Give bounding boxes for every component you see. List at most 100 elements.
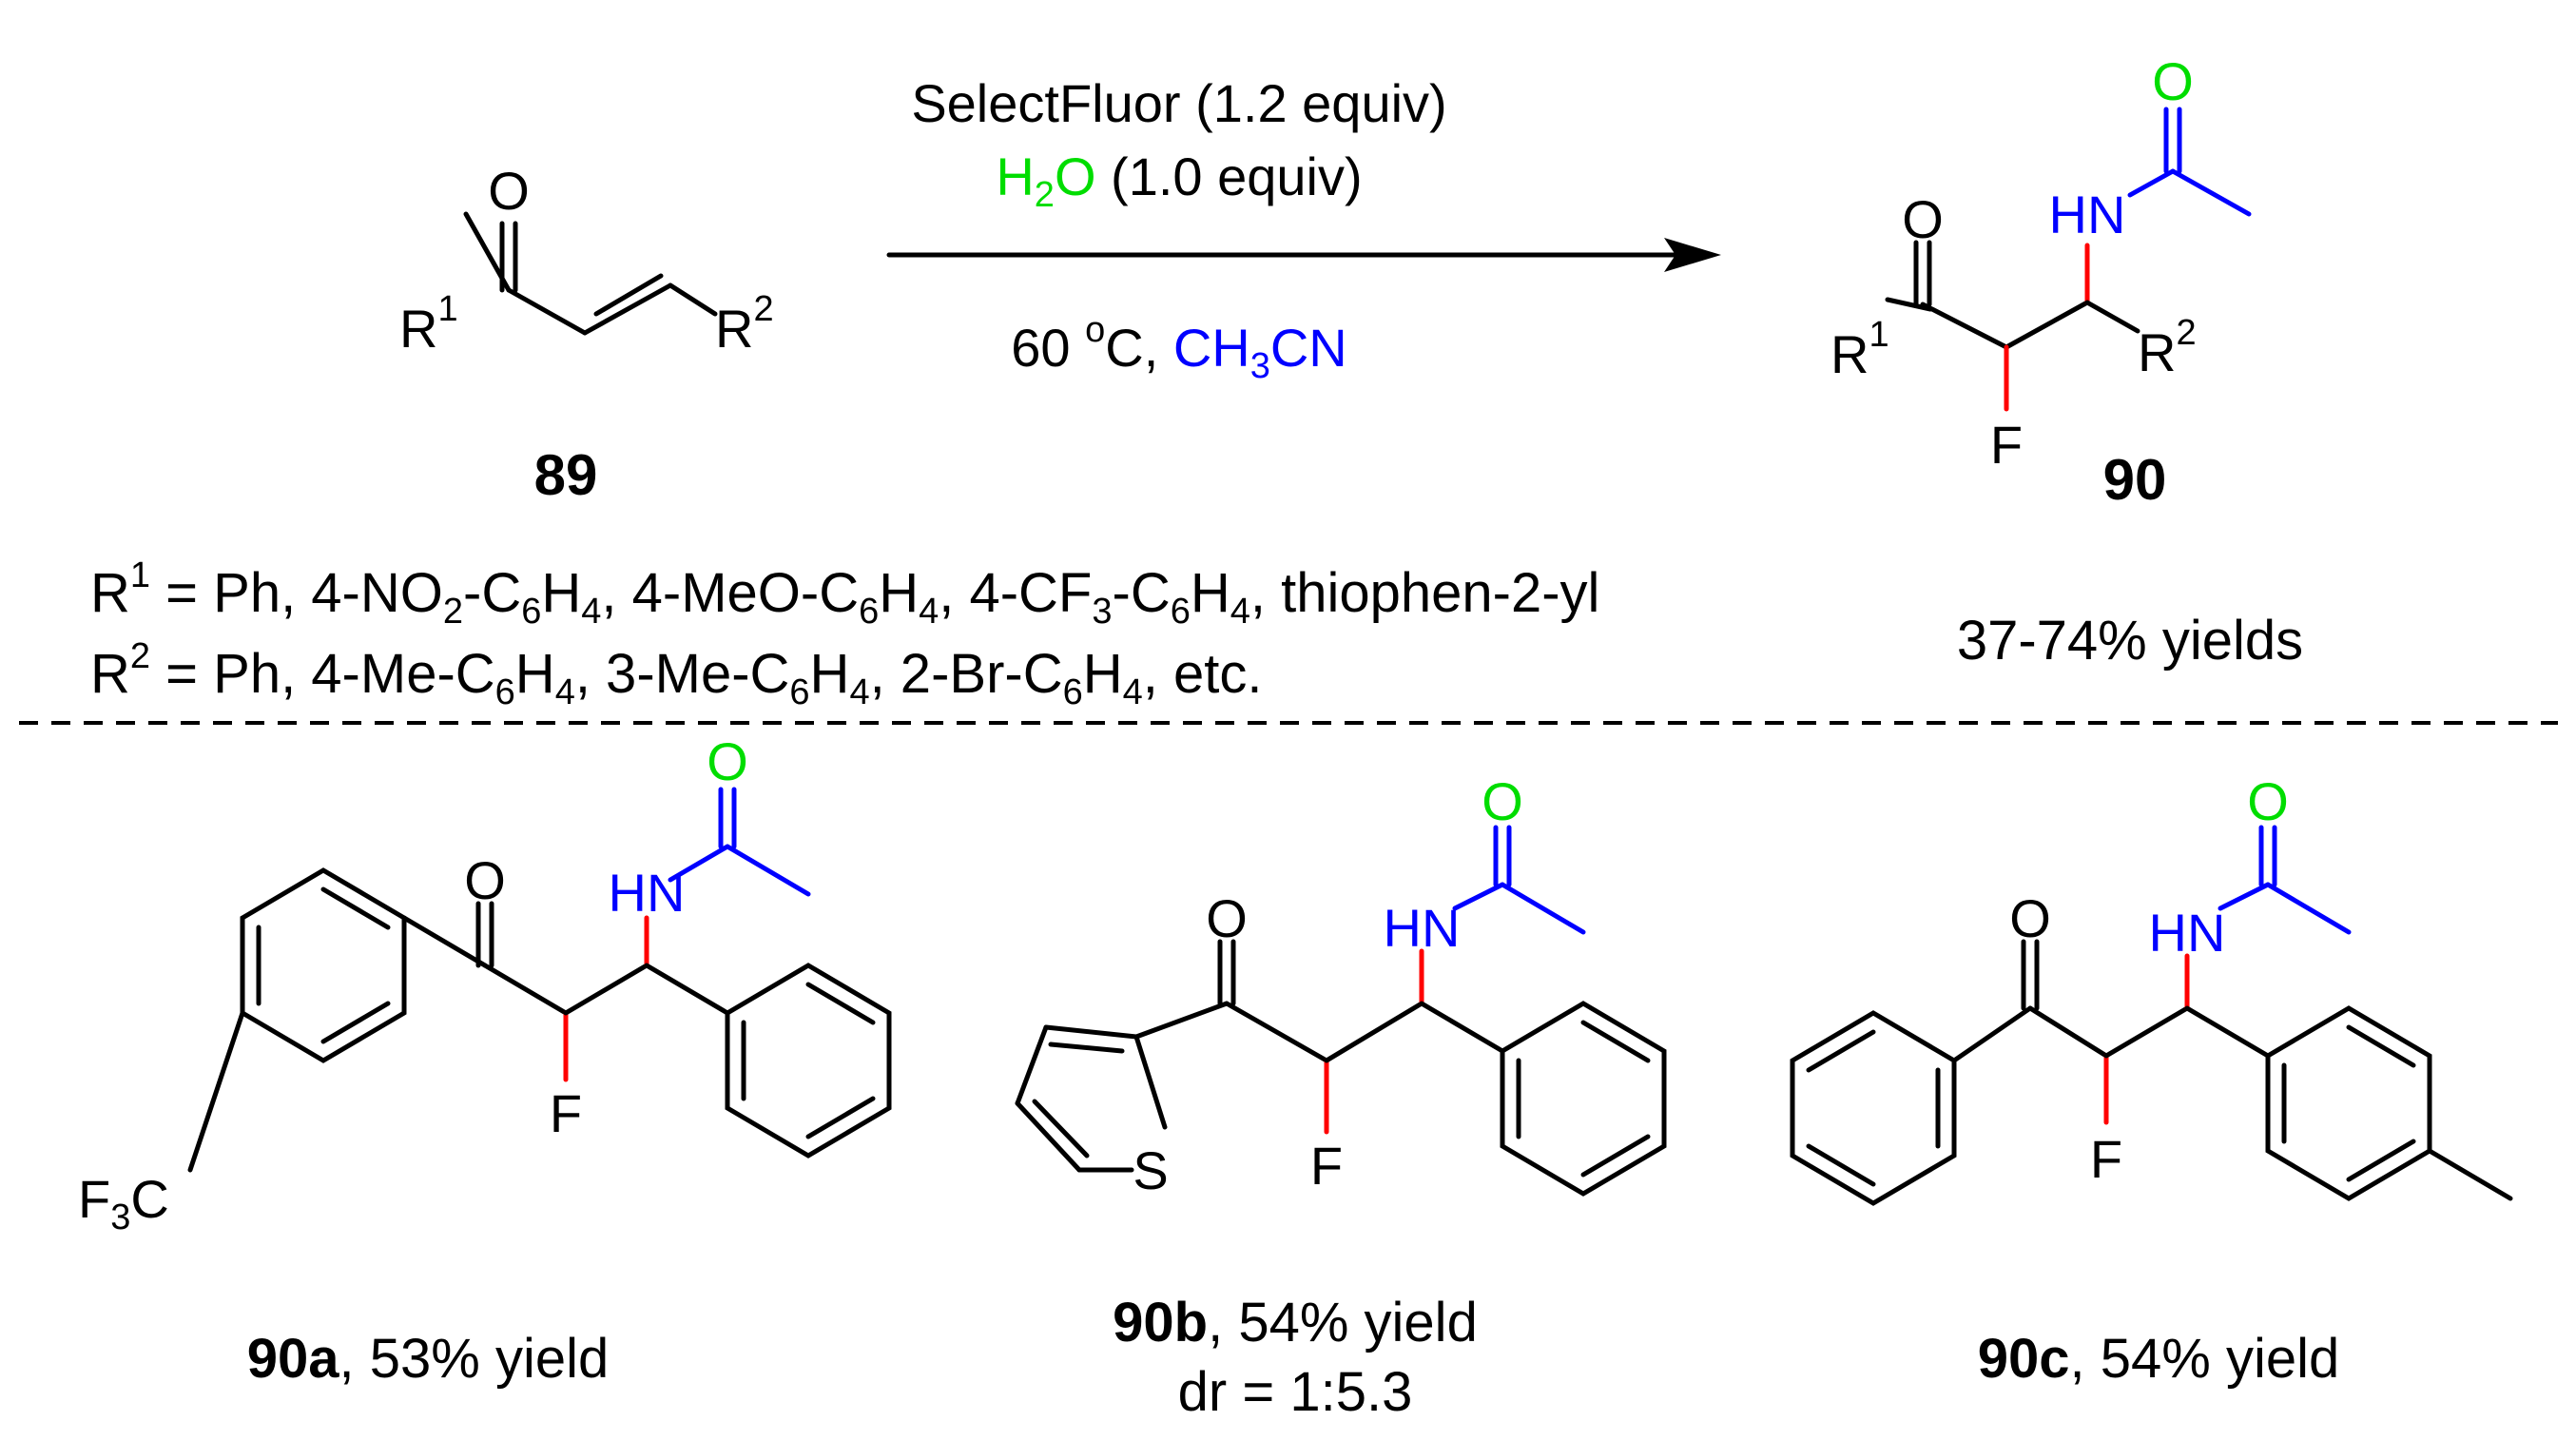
scope-segment: 6 [521,592,541,632]
product-carbonyl-oxygen: O [1902,189,1944,249]
ring-phenyl [725,963,892,1159]
ring-phenyl [1790,1010,1957,1206]
product-acyl-oxygen: O [2152,51,2194,111]
bond-acyl-methyl [2170,168,2252,217]
scope-segment: = Ph, 4-NO [150,562,443,624]
scope-segment: = Ph, 4-Me-C [150,643,495,705]
bond-carbonyl-calpha [2027,1005,2109,1059]
bond-carbonyl-calpha [1224,1001,1329,1063]
scope-segment: 2 [443,592,463,632]
bond-alkene-r2 [668,282,718,317]
90c-nh-group: HN [2149,903,2226,963]
ring-inner-bond-2 [1580,1134,1651,1178]
starting-material-89-structure [463,211,718,336]
bond-n-acyl [2218,882,2271,911]
compound-90a-structure [187,787,892,1173]
ring-tolyl [2265,1005,2432,1201]
90b-thiophene-sulfur: S [1133,1140,1168,1200]
scope-segment: H [541,562,581,624]
bond-ring-carbonyl [1951,1005,2033,1063]
thiophene-bond-c2-c3 [1043,1024,1139,1040]
thiophene-inner-bond-2 [1032,1099,1090,1159]
r1-scope-line: R1 = Ph, 4-NO2-C6H4, 4-MeO-C6H4, 4-CF3-C… [90,555,1599,632]
bond-acyl-methyl [2265,882,2352,935]
90b-nh-group: HN [1384,898,1461,958]
bond-cbeta-tolyl [2184,1005,2271,1059]
bond-acyl-methyl [1500,882,1586,935]
sm-r2-label: R2 [715,289,774,359]
90a-nh-group: HN [609,863,686,923]
general-yield-range: 37-74% yields [1957,610,2303,672]
product-nh-group: HN [2049,185,2126,244]
sm-r1-label: R1 [399,289,458,359]
compound-90c-caption: 90c, 54% yield [1978,1328,2340,1390]
bond-n-acyl [2127,168,2176,198]
product-r2-label: R2 [2138,313,2197,382]
90b-acyl-oxygen: O [1482,771,1523,831]
compound-90a-caption: 90a, 53% yield [247,1328,610,1390]
ring-inner-bond-1 [320,1001,391,1044]
scope-segment: H [515,643,555,705]
90c-acyl-oxygen: O [2247,771,2289,831]
ring-aryl-cf3 [240,867,407,1063]
90b-fluorine: F [1310,1136,1343,1196]
bond-calpha-cbeta [1324,1001,1424,1063]
bond-alkene-double-1 [582,282,673,336]
thiophene-inner-bond-1 [1048,1042,1125,1054]
scope-segment: 6 [495,672,515,712]
bond-acyl-methyl [725,844,811,897]
scope-segment: 6 [859,592,879,632]
bond-alkene-double-2 [593,273,664,317]
ring-inner-bond-1 [2346,1024,2416,1068]
thiophene-bond-c4-c5 [1015,1100,1082,1173]
bond-carbonyl-calpha [482,963,569,1016]
compound-90c-structure [1790,825,2513,1206]
bond-calpha-cbeta [2004,300,2090,350]
ring-inner-bond-1 [805,982,876,1025]
thiophene-bond-s-c2 [1133,1034,1168,1130]
bond-thiophene-carbonyl [1133,1001,1230,1040]
bond-tolyl-methyl [2427,1148,2513,1201]
90a-acyl-oxygen: O [707,731,748,791]
scope-segment: -C [463,562,521,624]
bond-calpha-cbeta [2103,1005,2190,1059]
ring-inner-bond-2 [2346,1139,2416,1182]
scope-segment: -C [1113,562,1171,624]
90b-carbonyl-oxygen: O [1206,888,1248,948]
ring-phenyl [1500,1001,1667,1197]
90c-fluorine: F [2090,1129,2122,1189]
compound-89-label: 89 [534,443,598,507]
scope-segment: , 4-CF [939,562,1092,624]
scope-segment: 6 [1063,672,1083,712]
thiophene-bond-c3-c4 [1015,1024,1049,1106]
ring-inner-bond-2 [1806,1143,1876,1187]
scope-segment: , thiophen-2-yl [1250,562,1600,624]
ring-inner-bond-2 [805,1096,876,1139]
bond-n-acyl [668,844,730,883]
ring-inner-bond-3 [1806,1029,1876,1073]
bond-cbeta-phenyl [1419,1001,1505,1054]
scope-segment: 6 [789,672,809,712]
scope-segment: 4 [849,672,869,712]
sm-carbonyl-oxygen: O [488,161,530,221]
bond-carbonyl-calpha [1920,302,2009,350]
bond-n-acyl [1452,882,1505,911]
reaction-arrow-head [1664,238,1721,272]
reaction-conditions: 60 oC, CH3CN [1011,310,1346,386]
bond-ring-carbonyl [401,915,488,968]
compound-90b-dr: dr = 1:5.3 [1178,1361,1413,1423]
scope-segment: H [879,562,919,624]
scope-segment: , etc. [1143,643,1263,705]
scope-segment: 4 [555,672,575,712]
90c-carbonyl-oxygen: O [2009,888,2051,948]
scope-segment: 3 [1092,592,1112,632]
reagent-water: H2O (1.0 equiv) [996,146,1362,215]
90a-cf3-group: F3C [78,1169,169,1237]
90a-carbonyl-oxygen: O [464,850,506,910]
bond-ring-cf3 [187,1010,245,1173]
scope-segment: 4 [1230,592,1250,632]
bond-calpha-cbeta [563,963,649,1016]
scope-segment: H [1191,562,1230,624]
ring-inner-bond-3 [320,886,391,930]
